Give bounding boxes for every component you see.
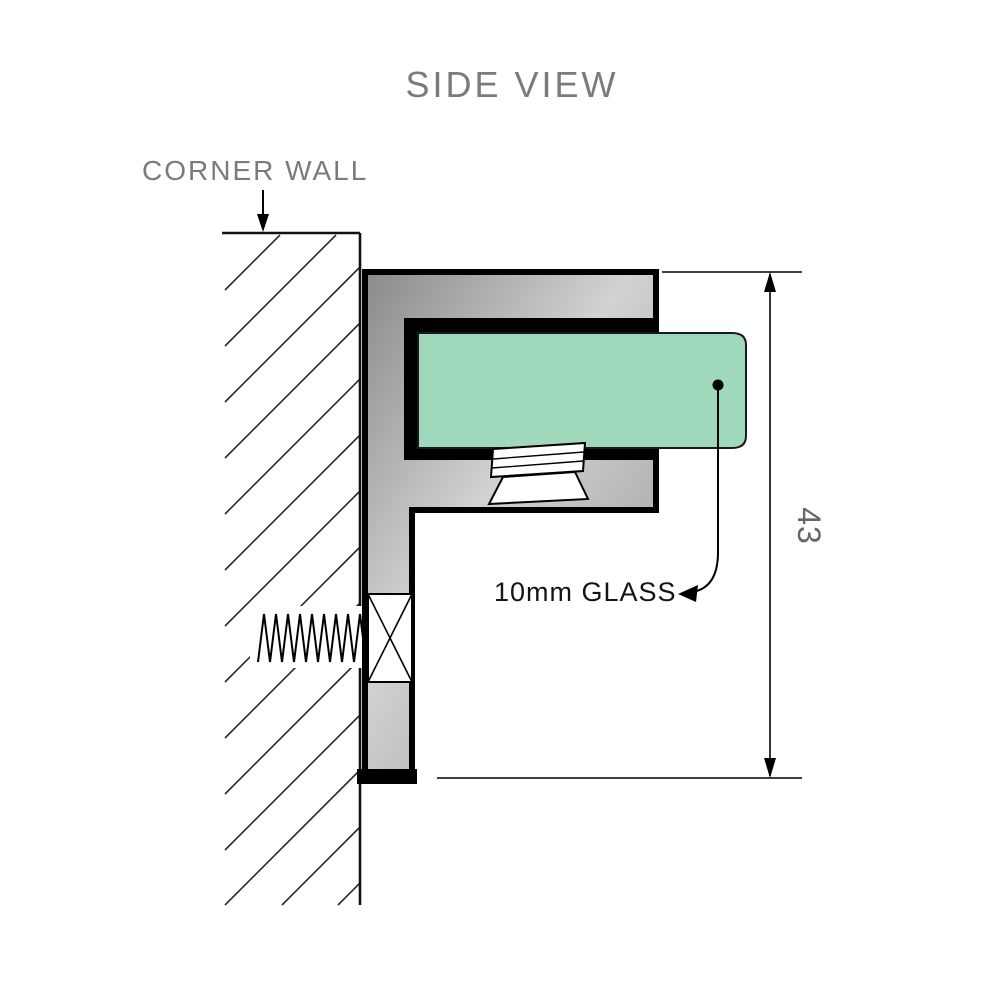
gasket-thread-lines [491, 451, 585, 469]
wall-hatching [224, 234, 361, 906]
dimension-arrowheads [764, 272, 776, 778]
corner-wall-label: CORNER WALL [142, 155, 368, 186]
corner-wall-arrow [257, 190, 269, 232]
diagram-title: SIDE VIEW [405, 64, 618, 105]
glass-panel [417, 332, 747, 449]
dimension-value: 43 [791, 507, 827, 545]
wall-line [222, 231, 362, 905]
screw-thread [257, 613, 367, 663]
gasket [487, 441, 590, 506]
screw-head [367, 593, 413, 683]
glass-label: 10mm GLASS [494, 577, 677, 607]
dimension-lines [437, 271, 802, 779]
glass-leader [678, 379, 724, 602]
bracket-foot [357, 769, 417, 784]
